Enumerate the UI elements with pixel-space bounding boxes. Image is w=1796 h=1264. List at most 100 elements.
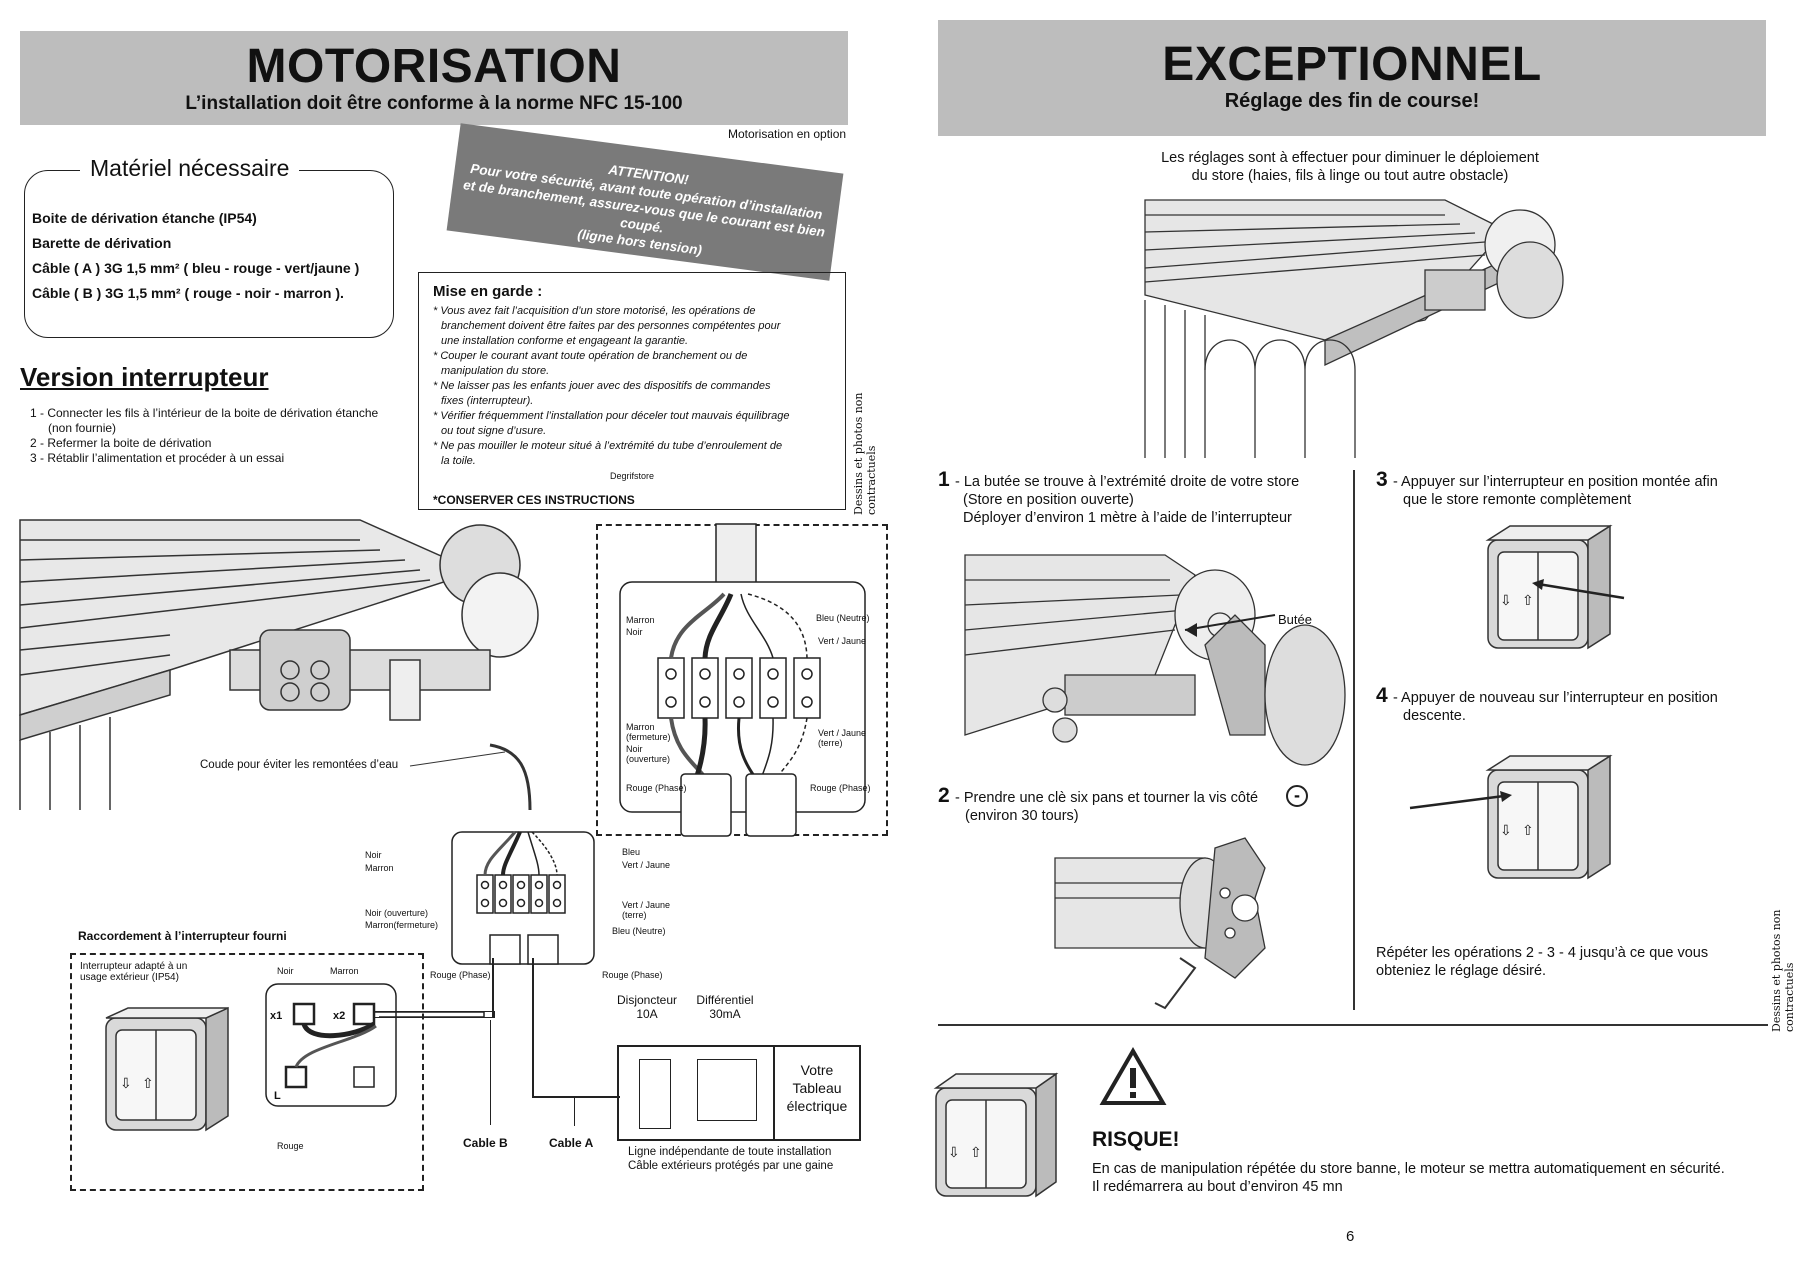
up-arrow-icon: ⇧	[1522, 592, 1534, 608]
tableau-line: Votre	[800, 1062, 834, 1078]
detail-label-marron: Marron	[626, 615, 655, 625]
page-title-motorisation: MOTORISATION	[246, 40, 622, 93]
vertical-note-right: Dessins et photos non contractuels	[1770, 909, 1796, 1032]
junction-box-diagram	[451, 831, 595, 965]
detail-label-rouge-phase-left: Rouge (Phase)	[626, 783, 687, 793]
press-arrow-down-illustration	[1409, 791, 1512, 810]
step-3-text: - Appuyer sur l’interrupteur en position…	[1393, 473, 1718, 509]
butee-illustration	[964, 554, 1346, 766]
materiel-item: Câble ( B ) 3G 1,5 mm² ( rouge - noir - …	[32, 285, 344, 301]
interrupteur-note: Interrupteur adapté à un usage extérieur…	[80, 961, 188, 983]
step-4-line: descente.	[1403, 708, 1466, 724]
cable-b-line	[375, 1011, 495, 1018]
materiel-box	[24, 170, 394, 338]
box-label-rouge-phase-right: Rouge (Phase)	[602, 970, 663, 980]
risque-switch-illustration	[933, 1072, 1059, 1198]
materiel-item: Boite de dérivation étanche (IP54)	[32, 210, 257, 226]
attention-box: ATTENTION! Pour votre sécurité, avant to…	[446, 123, 844, 281]
repeat-line: obteniez le réglage désiré.	[1376, 963, 1547, 979]
differentiel-text: Différentiel	[696, 993, 754, 1007]
disjoncteur-value: 10A	[636, 1007, 658, 1021]
mise-en-garde-line: * Couper le courant avant toute opératio…	[433, 350, 748, 362]
box-label-vert-jaune-terre: Vert / Jaune (terre)	[622, 900, 671, 920]
materiel-item: Barette de dérivation	[32, 235, 172, 251]
version-step: (non fournie)	[48, 421, 117, 435]
coude-label: Coude pour éviter les remontées d’eau	[200, 759, 399, 771]
box-label-rouge-phase-left: Rouge (Phase)	[430, 970, 491, 980]
minus-circle-icon: -	[1286, 785, 1308, 807]
option-note: Motorisation en option	[728, 127, 847, 141]
step-divider-vertical	[1353, 470, 1355, 1010]
wiring-detail-diagram	[619, 523, 866, 837]
up-arrow-icon: ⇧	[970, 1144, 982, 1160]
step-1-number: 1	[938, 468, 950, 491]
cable-b-vertical	[492, 958, 494, 1018]
exceptionnel-banner: EXCEPTIONNEL Réglage des fin de course!	[938, 20, 1766, 136]
step-2-line: (environ 30 tours)	[965, 808, 1079, 824]
mise-en-garde-line: la toile.	[441, 455, 476, 467]
awning-illustration	[19, 519, 539, 811]
cable-a-horizontal	[532, 1096, 620, 1098]
step-3-line: que le store remonte complètement	[1403, 492, 1632, 508]
ligne-note: Ligne indépendante de toute installation	[628, 1146, 832, 1158]
detail-label-bleu-neutre: Bleu (Neutre)	[816, 613, 870, 623]
risque-text: En cas de manipulation répétée du store …	[1092, 1160, 1725, 1196]
raccordement-box	[70, 953, 424, 1191]
disjoncteur-box	[639, 1059, 671, 1129]
intro-text: Les réglages sont à effectuer pour dimin…	[1100, 149, 1600, 185]
step-2-number: 2	[938, 784, 950, 807]
step-2-line: - Prendre une clè six pans et tourner la…	[955, 790, 1259, 806]
risque-line: Il redémarrera au bout d’environ 45 mn	[1092, 1179, 1343, 1195]
box-label-noir: Noir	[365, 850, 382, 860]
store-illustration	[1144, 199, 1564, 458]
cable-b-drop	[490, 1020, 491, 1125]
step-1-line: Déployer d’environ 1 mètre à l’aide de l…	[963, 510, 1292, 526]
cable-ext-note: Câble extérieurs protégés par une gaine	[628, 1160, 834, 1172]
detail-label-marron-fermeture: Marron (fermeture)	[626, 722, 671, 742]
version-step: 2 - Refermer la boite de dérivation	[30, 436, 212, 450]
detail-label-noir-ouverture: Noir (ouverture)	[626, 744, 671, 764]
down-arrow-icon: ⇩	[1500, 822, 1512, 838]
intro-line: du store (haies, fils à linge ou tout au…	[1191, 168, 1509, 184]
repeat-text: Répéter les opérations 2 - 3 - 4 jusqu’à…	[1376, 944, 1708, 980]
butee-label: Butée	[1278, 612, 1312, 627]
step-1-line: (Store en position ouverte)	[963, 492, 1134, 508]
tableau-divider	[773, 1047, 775, 1139]
differentiel-label: Différentiel 30mA	[690, 993, 760, 1021]
box-label-noir-ouverture: Noir (ouverture)	[365, 908, 429, 918]
risque-heading: RISQUE!	[1092, 1128, 1180, 1151]
detail-label-vert-jaune-terre: Vert / Jaune (terre)	[818, 728, 867, 748]
switch-label-l: L	[274, 1090, 281, 1102]
switch-wiring-diagram	[265, 983, 485, 1107]
mise-en-garde-line: * Ne laisser pas les enfants jouer avec …	[433, 380, 771, 392]
page-number: 6	[1346, 1228, 1355, 1245]
detail-label-vert-jaune: Vert / Jaune	[818, 636, 867, 646]
mise-en-garde-line: * Vérifier fréquemment l’installation po…	[433, 410, 790, 422]
detail-label-rouge-phase-right: Rouge (Phase)	[810, 783, 871, 793]
mise-en-garde-box: Mise en garde : * Vous avez fait l’acqui…	[418, 272, 846, 510]
switch-label-x1: x1	[270, 1010, 283, 1022]
switch-illustration	[105, 1006, 229, 1132]
mise-en-garde-line: * Vous avez fait l’acquisition d’un stor…	[433, 305, 756, 317]
cable-a-vertical	[532, 958, 534, 1098]
box-label-bleu: Bleu	[622, 847, 641, 857]
switch-label-x2: x2	[333, 1010, 346, 1022]
minus-label: -	[1294, 785, 1300, 805]
box-label-marron: Marron	[365, 863, 394, 873]
reglage-subtitle: Réglage des fin de course!	[1224, 90, 1480, 112]
version-step: 1 - Connecter les fils à l’intérieur de …	[30, 406, 379, 420]
materiel-item: Câble ( A ) 3G 1,5 mm² ( bleu - rouge - …	[32, 260, 360, 276]
mise-en-garde-line: * Ne pas mouiller le moteur situé à l’ex…	[433, 440, 783, 452]
switch-label-marron: Marron	[330, 966, 359, 976]
disjoncteur-text: Disjoncteur	[617, 993, 678, 1007]
motor-head-illustration	[1054, 837, 1266, 1010]
step-divider-horizontal	[938, 1024, 1768, 1026]
mise-en-garde-line: branchement doivent être faites par des …	[441, 320, 781, 332]
conserver-instructions: *CONSERVER CES INSTRUCTIONS	[433, 493, 635, 507]
differentiel-box	[697, 1059, 757, 1121]
version-heading: Version interrupteur	[20, 362, 269, 392]
box-label-marron-fermeture: Marron(fermeture)	[365, 920, 439, 930]
press-arrow-up-illustration	[1532, 579, 1625, 600]
warning-icon	[1099, 1046, 1167, 1105]
repeat-line: Répéter les opérations 2 - 3 - 4 jusqu’à…	[1376, 945, 1709, 961]
